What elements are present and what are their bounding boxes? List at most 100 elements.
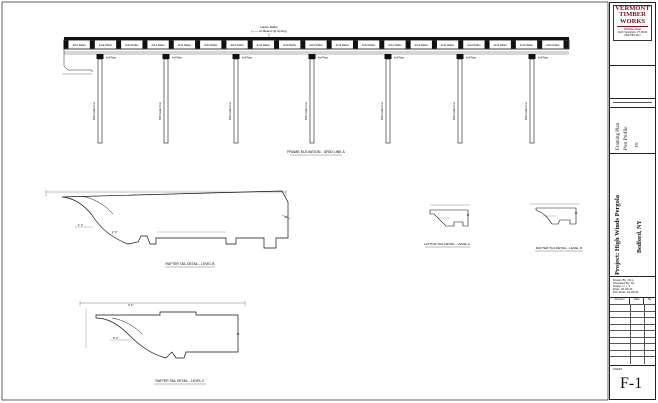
- post-cap: [456, 54, 464, 59]
- dim-r3: 5' 4": [113, 336, 118, 340]
- date: Date: 01.06.21: [613, 287, 633, 291]
- revision-row: [610, 330, 655, 338]
- rafter-tail-c-caption: RAFTER TAIL DETAIL - LEVEL C: [155, 379, 205, 383]
- rafter-block: [195, 40, 201, 49]
- post-cap: [308, 54, 316, 59]
- revision-row: [610, 356, 655, 364]
- rafter-label: 3x12 Rafter: [467, 43, 481, 47]
- revision-row: [610, 304, 655, 312]
- lattice-band: [64, 37, 569, 40]
- sheet-border: [1, 1, 609, 401]
- post-labels: 8X8 Cedar Post 8X8 Cedar Post 8X8 Cedar Po…: [93, 102, 528, 120]
- rafter-block: [247, 40, 253, 49]
- company-phone: (802) 886-1917: [624, 34, 641, 38]
- beam-label: 4x4 Plate: [538, 57, 549, 60]
- post: [97, 58, 103, 144]
- beam-label: 4x4 Plate: [394, 57, 405, 60]
- plot-date: Plot Date: 01.06.21: [613, 290, 639, 294]
- rafter-block: [510, 40, 516, 49]
- rafter-block: [484, 40, 490, 49]
- rafter-block: [300, 40, 306, 49]
- sheet-note: FE: [634, 142, 639, 147]
- rafter-label: 3x12 Rafter: [99, 43, 113, 47]
- rafter-block: [458, 40, 464, 49]
- posts: [96, 54, 536, 144]
- rafter-labels: 3x12 Rafter 3x12 Rafter 3x12 Rafter 3x12 Ra…: [72, 43, 559, 47]
- rafter-block: [537, 40, 543, 49]
- rafter-label: 3x12 Rafter: [283, 43, 297, 47]
- rafter-block: [563, 40, 569, 49]
- revision-row: [610, 336, 655, 344]
- rafter-label: 3x12 Rafter: [388, 43, 402, 47]
- revision-row: [610, 310, 655, 318]
- rafter-block: [142, 40, 148, 49]
- dim-r2: 2' 0": [112, 230, 117, 234]
- post-cap: [162, 54, 170, 59]
- post-label: 8X8 Cedar Post: [93, 102, 96, 120]
- rafter-label: 3x12 Rafter: [546, 43, 560, 47]
- rafter-tail-detail-b: 1' 4" 2' 0": [45, 190, 291, 249]
- post-cap: [96, 54, 104, 59]
- revision-col: Revision: [610, 298, 631, 304]
- beam-label: 4x4 Plate: [318, 57, 329, 60]
- rafter-label: 3x12 Rafter: [336, 43, 350, 47]
- logo-line-1: VERMONT: [615, 5, 650, 12]
- stamp-box-top: [610, 65, 655, 66]
- post-label: 8X8 Cedar Post: [525, 102, 528, 120]
- rafter-label: 3x12 Rafter: [309, 43, 323, 47]
- rafter-block: [89, 40, 95, 49]
- post-cap: [528, 54, 536, 59]
- rafter-tail-detail-c: 5' 4" 3' 2": [79, 301, 246, 359]
- rafter-label: 3x12 Rafter: [204, 43, 218, 47]
- rafter-block: [168, 40, 174, 49]
- rafter-label: 3x12 Rafter: [415, 43, 429, 47]
- top-note-1: Lattice Rafter: [260, 25, 278, 29]
- post: [233, 58, 239, 144]
- rafter-block: [63, 40, 69, 49]
- rafter-block: [274, 40, 280, 49]
- revision-table: [610, 297, 655, 298]
- post-cap: [384, 54, 392, 59]
- dim-r4: 3' 2": [128, 303, 133, 307]
- revision-date-col: Date: [630, 298, 645, 304]
- top-note-2: (—— on Beams @ Spring): [251, 29, 287, 33]
- rafter-block: [405, 40, 411, 49]
- stamp-box-bottom: [610, 98, 655, 99]
- rafter-label: 3x12 Rafter: [72, 43, 86, 47]
- post-label: 8X8 Cedar Post: [381, 102, 384, 120]
- lattice-tail-detail-a: [429, 204, 470, 227]
- rafter-block: [221, 40, 227, 49]
- drawn-by: Drawn By: JD-L: [613, 278, 635, 282]
- post-label: 8X8 Cedar Post: [229, 102, 232, 120]
- rafter-tail-detail-d: [530, 203, 580, 225]
- revision-row: [610, 323, 655, 331]
- post-label: 8X8 Cedar Post: [453, 102, 456, 120]
- checked-by: Checked By: DL: [613, 281, 635, 285]
- title-block: VERMONT TIMBER WORKS 68 Parker Road Nort…: [609, 2, 656, 400]
- post-cap: [232, 54, 240, 59]
- rafter-blocks: [63, 40, 569, 49]
- rafter-block: [352, 40, 358, 49]
- post-label: 8X8 Cedar Post: [159, 102, 162, 120]
- post: [529, 58, 535, 144]
- rafter-block: [116, 40, 122, 49]
- rafter-label: 3x12 Rafter: [441, 43, 455, 47]
- scale: Scale: 1″ = 1': [613, 284, 631, 288]
- project-name: Project: High Winds Pergola: [614, 195, 621, 275]
- rafter-label: 3x12 Rafter: [257, 43, 271, 47]
- rafter-label: 3x12 Rafter: [493, 43, 507, 47]
- sheet-title-1: Framing Plan: [616, 122, 621, 150]
- rafter-block: [431, 40, 437, 49]
- revision-by-col: By: [648, 298, 652, 301]
- beam-label: 4x4 Plate: [242, 57, 253, 60]
- post-label: 8X8 Cedar Post: [305, 102, 308, 120]
- beam-label: 4x4 Plate: [466, 57, 477, 60]
- drawing-info: Drawn By: JD-L Checked By: DL Scale: 1″ …: [613, 279, 639, 294]
- dim-r1: 1' 4": [78, 223, 83, 227]
- revision-row: [610, 317, 655, 325]
- rafter-label: 3x12 Rafter: [520, 43, 534, 47]
- sheet-title-box: [610, 107, 655, 108]
- revision-row: [610, 343, 655, 351]
